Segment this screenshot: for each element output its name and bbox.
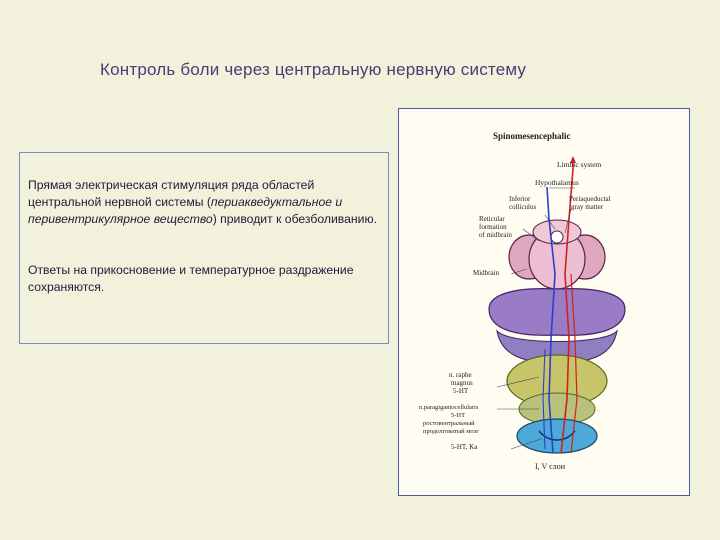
spinal-cord <box>516 418 598 454</box>
ascending-red-path-2 <box>570 273 578 454</box>
text-box: Прямая электрическая стимуляция ряда обл… <box>19 152 389 344</box>
label-retic-1: Reticular <box>479 215 505 223</box>
pons-section <box>488 288 626 364</box>
label-rus-2: продолговатый мозг <box>423 428 479 435</box>
label-pgc-2: 5-HT <box>451 412 465 419</box>
figure-heading: Spinomesencephalic <box>493 131 571 141</box>
label-hypothalamus: Hypothalamus <box>535 178 579 187</box>
slide-title: Контроль боли через центральную нервную … <box>100 60 527 79</box>
para1-start: Прямая электрическая стимуляция ряда обл… <box>28 178 315 209</box>
spinal-cord-section <box>516 418 598 454</box>
pathway-diagram: Spinomesencephalic <box>419 131 626 471</box>
label-pgc-1: n.paragigantocellularis <box>419 404 479 411</box>
label-inferior-1: Inferior <box>509 195 531 203</box>
label-rus-1: ростовентральный <box>423 420 475 427</box>
label-layers: I, V слои <box>535 462 566 471</box>
label-raphe-2: magnus <box>451 379 473 387</box>
para1-end: ) приводит к обезболиванию. <box>212 212 377 226</box>
spinal-gray-matter <box>538 430 576 441</box>
label-periaq-2: gray matter <box>571 203 604 211</box>
label-raphe-3: 5-HT <box>453 387 469 395</box>
label-retic-3: of midbrain <box>479 231 512 239</box>
leader-lines <box>496 187 575 450</box>
label-midbrain: Midbrain <box>473 269 500 277</box>
label-raphe-1: n. raphe <box>449 371 472 379</box>
para1-emphasis: периакведуктальное и перивентрикулярное … <box>28 195 343 226</box>
label-inferior-2: colliculus <box>509 203 536 211</box>
descending-blue-path <box>546 186 556 454</box>
paragraph-stimulation: Прямая электрическая стимуляция ряда обл… <box>28 177 380 228</box>
label-periaq-1: Periaqueductal <box>569 195 611 203</box>
neuroanatomy-figure: Spinomesencephalic <box>398 108 690 496</box>
label-limbic: Limbic system <box>557 160 602 169</box>
medulla-section <box>506 354 608 426</box>
descending-blue-path-2 <box>542 348 546 450</box>
pathway-lines <box>542 156 578 454</box>
pons-lower <box>496 329 618 364</box>
label-retic-2: formation <box>479 223 507 231</box>
pons-upper <box>488 288 626 336</box>
midbrain-section <box>508 219 606 290</box>
aqueduct <box>550 230 564 244</box>
paragraph-responses: Ответы на прикосновение и температурное … <box>28 263 354 294</box>
ascending-red-path <box>560 168 574 454</box>
label-rus-3: 5-HT, Ka <box>451 443 478 451</box>
limbic-arrowhead <box>570 156 576 163</box>
